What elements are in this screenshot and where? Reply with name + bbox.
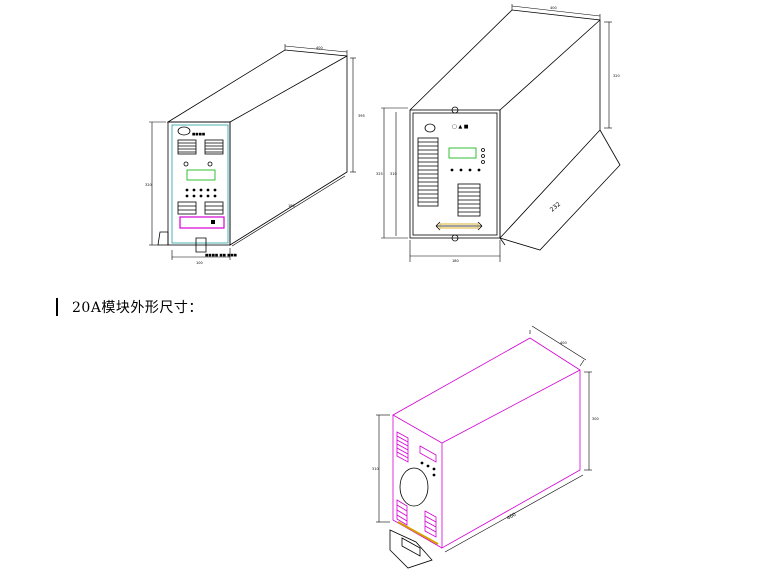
ur-dim-left: 325 <box>376 172 383 176</box>
upper-left-leds <box>185 188 217 198</box>
lower-dim-left: 310 <box>372 467 379 471</box>
ur-dim-diag: 232 <box>549 201 562 214</box>
ul-dim-top: 400 <box>316 46 323 50</box>
section-heading: 20A模块外形尺寸： <box>56 296 203 318</box>
upper-left-dimensions <box>149 44 356 260</box>
ul-dim-right: 180 <box>288 204 295 208</box>
heading-bar <box>56 298 58 316</box>
ur-panel-label: ▢ ▲ ■ <box>452 124 469 130</box>
lower-dim-top: 400 <box>560 341 567 345</box>
ul-dim-width: 100 <box>196 261 203 265</box>
upper-right-vent-left <box>417 137 439 207</box>
lower-dimensions <box>376 325 592 553</box>
upper-right-module-drawing <box>381 4 621 262</box>
ur-dim-right: 320 <box>613 74 620 78</box>
lower-dim-right: 300 <box>592 417 599 421</box>
lower-dim-depth: 400 <box>506 512 517 522</box>
ul-dim-height: 320 <box>145 183 152 187</box>
lower-vents-upper <box>396 431 409 463</box>
ur-dim-bottom: 180 <box>452 259 459 263</box>
ur-dim-top: 400 <box>550 6 557 10</box>
ur-dim-left2: 310 <box>390 172 397 176</box>
lower-module-drawing <box>389 337 581 569</box>
ul-logo-text: ■■■■ <box>192 132 205 136</box>
section-heading-text: 20A模块外形尺寸： <box>72 300 203 316</box>
ul-dim-depth: 395 <box>358 114 365 118</box>
ul-bottom-note: ■■■■ ■■ ■■■ <box>205 253 237 257</box>
upper-left-module-drawing <box>149 44 356 260</box>
upper-right-dimensions <box>381 4 612 262</box>
upper-left-vents-top <box>177 139 224 155</box>
